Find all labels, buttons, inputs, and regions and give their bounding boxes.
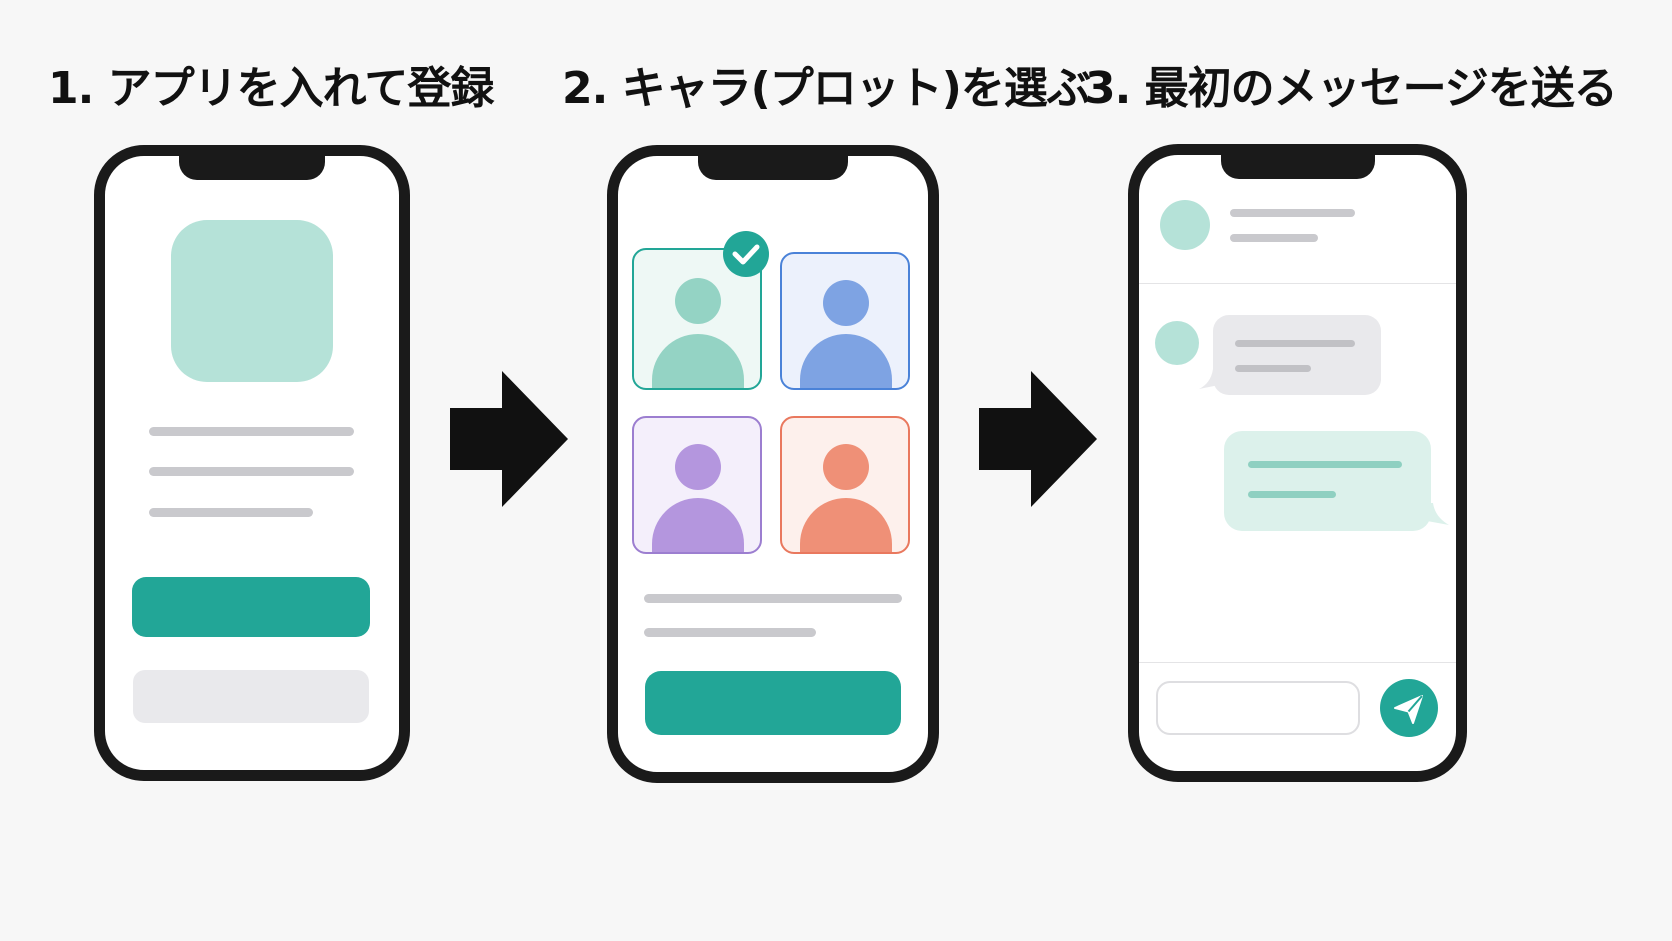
avatar	[1155, 321, 1199, 365]
text-placeholder-line	[644, 628, 816, 637]
contact-name-placeholder	[1230, 209, 1355, 217]
text-placeholder-line	[644, 594, 902, 603]
message-text-placeholder	[1248, 461, 1402, 468]
incoming-message-bubble	[1213, 315, 1381, 395]
step-3-title: 3. 最初のメッセージを送る	[1085, 63, 1618, 114]
avatar-head	[823, 444, 869, 490]
avatar-head	[823, 280, 869, 326]
app-icon	[171, 220, 333, 382]
check-icon	[723, 231, 769, 277]
text-placeholder-line	[149, 508, 313, 517]
phone-register-screen	[94, 145, 410, 781]
register-button[interactable]	[132, 577, 370, 637]
message-text-placeholder	[1235, 340, 1355, 347]
message-text-placeholder	[1235, 365, 1311, 372]
step-1-title: 1. アプリを入れて登録	[48, 63, 494, 114]
message-input[interactable]	[1156, 681, 1360, 735]
step-2-title: 2. キャラ(プロット)を選ぶ	[562, 63, 1091, 114]
avatar-head	[675, 278, 721, 324]
contact-status-placeholder	[1230, 234, 1318, 242]
avatar-body	[800, 334, 892, 388]
composer-divider	[1139, 662, 1456, 663]
avatar-body	[652, 498, 744, 552]
phone-notch	[698, 154, 848, 180]
character-card-blue[interactable]	[780, 252, 910, 390]
send-icon[interactable]	[1380, 679, 1438, 737]
text-placeholder-line	[149, 427, 354, 436]
phone-notch	[1220, 153, 1375, 179]
phone-character-select-screen	[607, 145, 939, 783]
phone-notch	[179, 154, 325, 180]
phone-chat-screen	[1128, 144, 1467, 782]
character-card-orange[interactable]	[780, 416, 910, 554]
chat-header	[1139, 155, 1456, 284]
avatar	[1160, 200, 1210, 250]
right-arrow-icon	[450, 371, 568, 507]
character-card-purple[interactable]	[632, 416, 762, 554]
message-text-placeholder	[1248, 491, 1336, 498]
outgoing-message-bubble	[1224, 431, 1431, 531]
outgoing-bubble-tail	[1427, 503, 1449, 525]
select-character-button[interactable]	[645, 671, 901, 735]
text-placeholder-line	[149, 467, 354, 476]
secondary-button[interactable]	[133, 670, 369, 723]
avatar-body	[800, 498, 892, 552]
right-arrow-icon	[979, 371, 1097, 507]
avatar-body	[652, 334, 744, 388]
avatar-head	[675, 444, 721, 490]
